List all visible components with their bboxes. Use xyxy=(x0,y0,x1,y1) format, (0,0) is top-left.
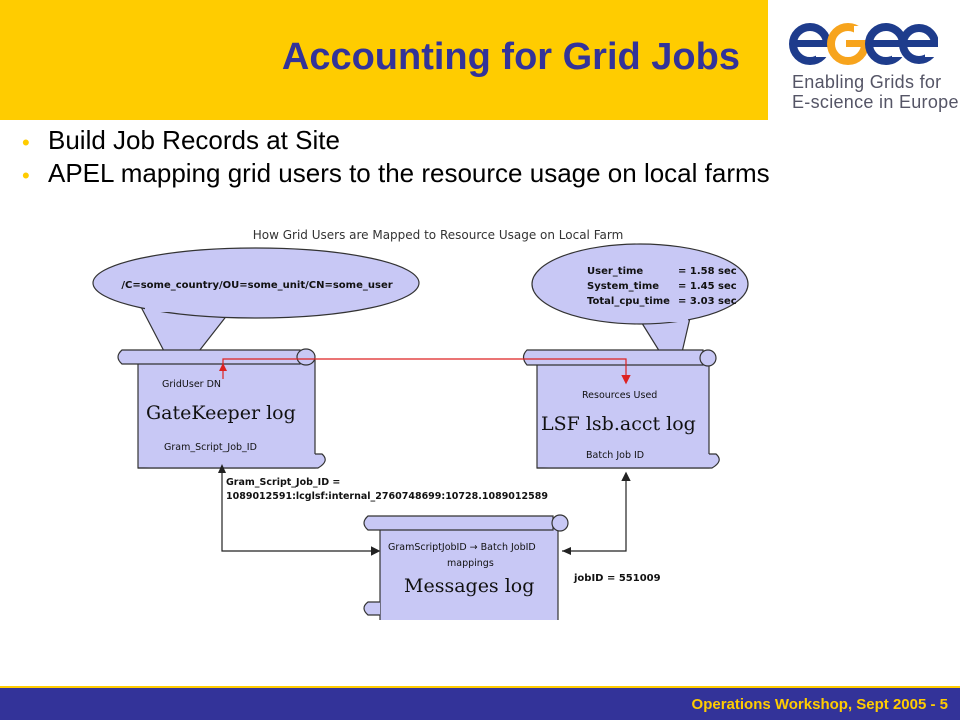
mapping-diagram: How Grid Users are Mapped to Resource Us… xyxy=(92,228,749,620)
dn-bubble-text: /C=some_country/OU=some_unit/CN=some_use… xyxy=(121,280,392,291)
gatekeeper-up-arrowhead xyxy=(218,464,226,473)
gatekeeper-top-label: GridUser DN xyxy=(162,379,221,390)
messages-top-label-2: mappings xyxy=(447,558,494,569)
usage-speech-bubble: User_time = 1.58 sec System_time = 1.45 … xyxy=(531,243,749,380)
footer-bar: Operations Workshop, Sept 2005 - 5 xyxy=(0,686,960,720)
lsf-title: LSF lsb.acct log xyxy=(541,413,696,435)
messages-top-label-1: GramScriptJobID → Batch JobID xyxy=(388,542,536,553)
lsf-log-scroll: Resources Used LSF lsb.acct log Batch Jo… xyxy=(522,349,720,469)
usage-value-user: = 1.58 sec xyxy=(678,266,737,277)
diagram-caption: How Grid Users are Mapped to Resource Us… xyxy=(253,228,624,242)
messages-title: Messages log xyxy=(404,575,534,597)
gram-script-id-label: Gram_Script_Job_ID = xyxy=(226,477,340,488)
messages-log-scroll: GramScriptJobID → Batch JobID mappings M… xyxy=(363,514,569,620)
logo-letter-e3 xyxy=(899,24,938,64)
egee-logo xyxy=(789,23,938,65)
jobid-label: jobID = 551009 xyxy=(573,573,661,584)
bullet-text: Build Job Records at Site xyxy=(48,125,340,155)
bullet-dot-icon: • xyxy=(22,130,30,155)
usage-label-user: User_time xyxy=(587,266,643,277)
usage-value-total: = 3.03 sec xyxy=(678,296,737,307)
slide-title: Accounting for Grid Jobs xyxy=(281,36,740,78)
usage-label-system: System_time xyxy=(587,281,659,292)
dn-speech-bubble: /C=some_country/OU=some_unit/CN=some_use… xyxy=(92,247,420,380)
header-band xyxy=(0,0,768,120)
bullet-item: • Build Job Records at Site xyxy=(22,125,922,156)
logo-letter-g xyxy=(827,23,869,65)
gatekeeper-log-scroll: GridUser DN GateKeeper log Gram_Script_J… xyxy=(117,348,326,469)
messages-to-lsf-connector xyxy=(562,471,631,552)
bullet-text: APEL mapping grid users to the resource … xyxy=(48,158,770,188)
dn-to-resource-arrow xyxy=(219,358,631,385)
lsf-bottom-label: Batch Job ID xyxy=(586,450,644,461)
logo-letter-e1 xyxy=(789,23,832,65)
bullet-item: • APEL mapping grid users to the resourc… xyxy=(22,158,922,189)
messages-left-arrowhead xyxy=(562,547,571,555)
logo-tagline-2: E-science in Europe xyxy=(792,92,959,112)
gatekeeper-title: GateKeeper log xyxy=(146,402,296,424)
gatekeeper-to-messages-connector xyxy=(221,470,381,556)
usage-label-total: Total_cpu_time xyxy=(587,296,670,307)
bullet-list: • Build Job Records at Site • APEL mappi… xyxy=(22,126,922,192)
bullet-dot-icon: • xyxy=(22,163,30,188)
logo-tagline-1: Enabling Grids for xyxy=(792,72,942,92)
gram-script-id-value: 1089012591:lcglsf:internal_2760748699:10… xyxy=(226,491,548,502)
usage-value-system: = 1.45 sec xyxy=(678,281,737,292)
gatekeeper-bottom-label: Gram_Script_Job_ID xyxy=(164,442,257,453)
lsf-top-label: Resources Used xyxy=(582,390,657,401)
footer-text: Operations Workshop, Sept 2005 - 5 xyxy=(691,696,948,713)
